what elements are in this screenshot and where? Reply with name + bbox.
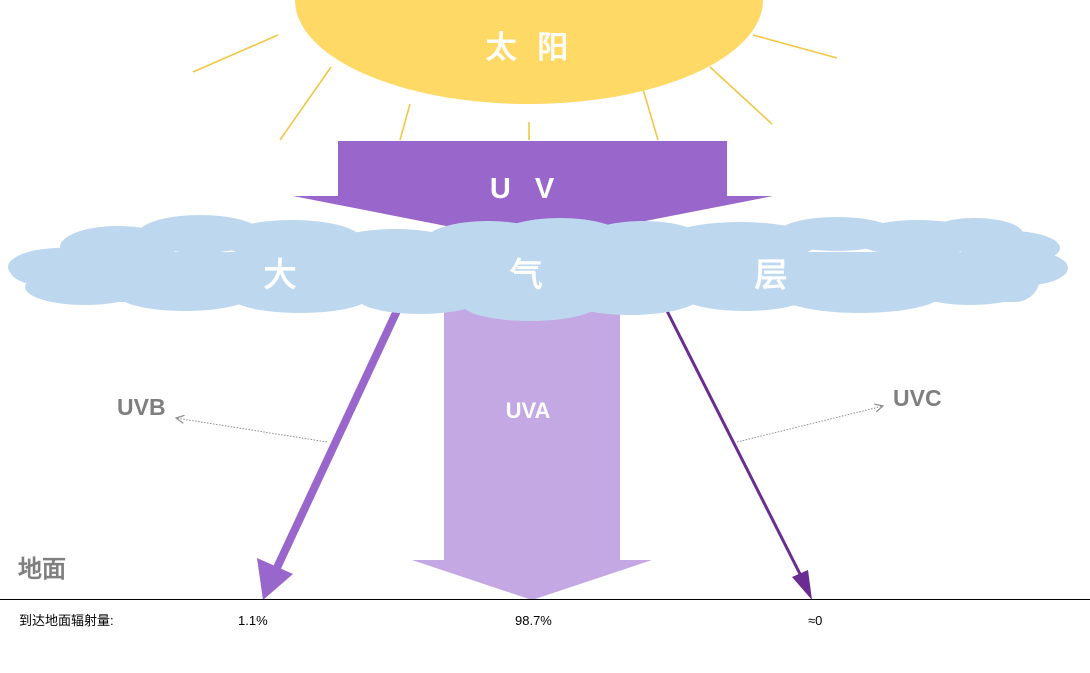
uvb-arrow: [257, 298, 406, 600]
atmosphere-cloud: [8, 215, 1068, 321]
uvb-pointer: [176, 418, 328, 443]
uvc-pointer: [736, 406, 883, 443]
ground-label: 地面: [18, 556, 66, 583]
sun-ray: [642, 88, 659, 141]
uv-arrow: [293, 141, 773, 243]
uv-label: U V: [489, 173, 563, 205]
sun: [295, 0, 763, 104]
sun-ray: [709, 66, 773, 125]
sun-rays: [192, 34, 838, 141]
radiation-caption: 到达地面辐射量:: [19, 613, 114, 628]
uvc-label: UVC: [893, 385, 942, 411]
sun-ray: [399, 103, 411, 141]
uvb-radiation-value: 1.1%: [238, 613, 268, 628]
sun-ray: [752, 34, 838, 59]
sun-ray: [192, 34, 279, 73]
sun-label: 太 阳: [485, 30, 575, 65]
atmosphere-char: 气: [509, 256, 543, 293]
uva-label: UVA: [505, 398, 551, 423]
uvb-label: UVB: [117, 394, 166, 420]
atmosphere-char: 大: [263, 256, 297, 293]
uvc-arrow: [662, 304, 812, 600]
atmosphere-char: 层: [754, 256, 788, 293]
uvc-radiation-value: ≈0: [808, 613, 823, 628]
uva-arrow: [412, 300, 652, 600]
uva-radiation-value: 98.7%: [515, 613, 552, 628]
sun-ray: [279, 66, 332, 141]
